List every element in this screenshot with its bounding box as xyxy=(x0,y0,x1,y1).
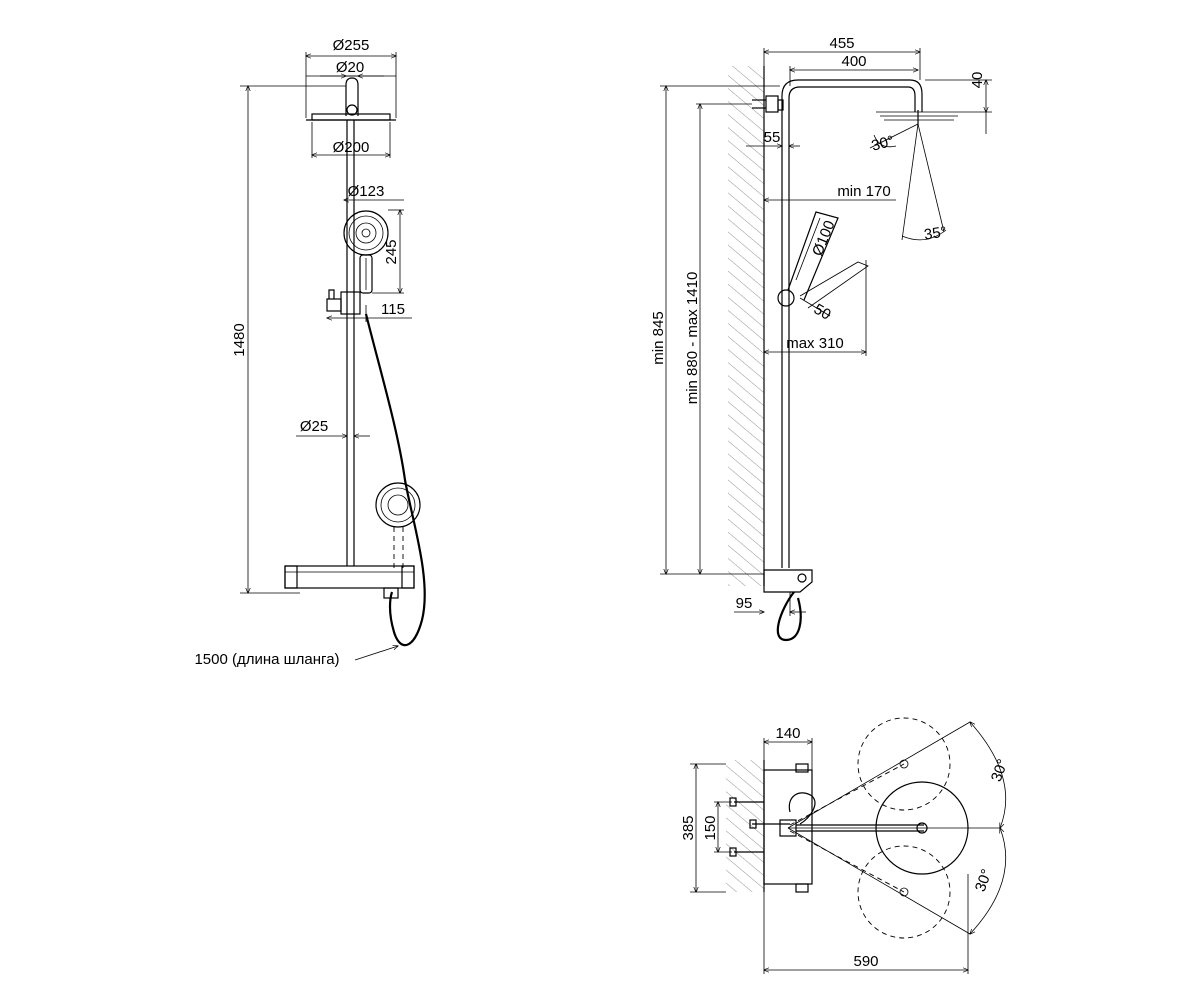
top-thermostat-body xyxy=(763,763,816,893)
dim-min170: min 170 xyxy=(837,183,890,200)
dim-h150: 150 xyxy=(702,815,719,840)
dim-d255: Ø255 xyxy=(333,37,370,54)
dim-h245: 245 xyxy=(383,239,400,264)
hose-length-label: 1500 (длина шланга) xyxy=(194,651,339,668)
dim-d200: Ø200 xyxy=(333,139,370,156)
dim-d100: Ø100 xyxy=(809,218,839,258)
shower-rod xyxy=(346,120,355,566)
dim-w590: 590 xyxy=(853,953,878,970)
dim-w455: 455 xyxy=(829,35,854,52)
side-shower-head xyxy=(869,110,962,241)
front-view: Ø255 Ø20 Ø200 Ø123 245 115 Ø25 xyxy=(194,37,426,668)
thermostat-shelf xyxy=(284,565,415,599)
side-rod-and-arm xyxy=(781,79,923,568)
rod-slider xyxy=(326,289,361,315)
dim-h40: 40 xyxy=(969,72,986,89)
wall-bracket-top xyxy=(752,95,784,113)
wall-hatch xyxy=(728,66,764,586)
dim-d20: Ø20 xyxy=(336,59,364,76)
dim-angle-upper: 30° xyxy=(988,757,1012,784)
dim-max310: max 310 xyxy=(786,335,844,352)
hand-shower-upper xyxy=(343,210,389,294)
dim-angle-lower: 30° xyxy=(972,867,996,894)
top-wall-hatch xyxy=(726,760,764,892)
dim-a30: 30° xyxy=(870,133,896,155)
shower-hose xyxy=(364,313,426,647)
dim-d25: Ø25 xyxy=(300,418,328,435)
side-thermostat xyxy=(763,569,813,642)
side-hand-shower xyxy=(777,211,869,309)
dim-range: min 880 - max 1410 xyxy=(684,272,701,405)
hand-shower-lower xyxy=(375,482,421,570)
top-wall-pipes xyxy=(729,797,790,857)
dim-w55: 55 xyxy=(764,129,781,146)
dim-h385: 385 xyxy=(680,815,697,840)
dim-d123: Ø123 xyxy=(348,183,385,200)
top-arm-and-heads xyxy=(779,717,1007,939)
dim-w95: 95 xyxy=(736,595,753,612)
overhead-shower-head xyxy=(306,77,396,121)
dim-w115: 115 xyxy=(381,301,405,318)
dim-min845: min 845 xyxy=(650,311,667,364)
dim-a35: 35° xyxy=(923,224,948,244)
dim-w400: 400 xyxy=(841,53,866,70)
dim-a50: 50 xyxy=(811,301,834,324)
dim-h1480: 1480 xyxy=(231,323,248,356)
side-view: 455 400 40 55 min 170 Ø100 50 max 310 30… xyxy=(650,35,992,642)
top-view: 140 385 150 590 30° 30° xyxy=(680,717,1012,974)
dim-w140: 140 xyxy=(775,725,800,742)
